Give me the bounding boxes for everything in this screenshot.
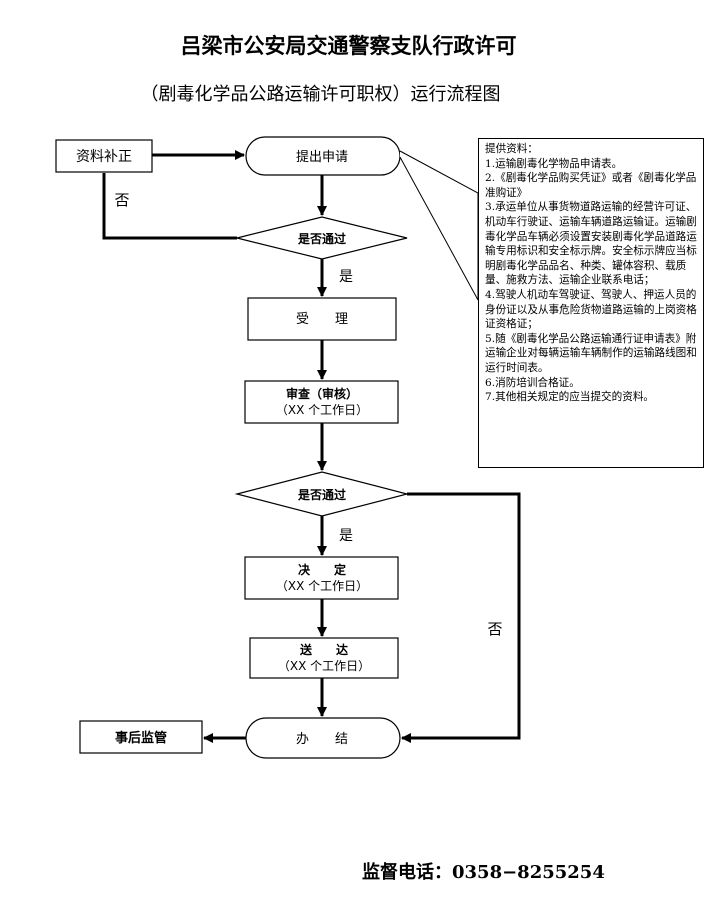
materials-item: 5.随《剧毒化学品公路运输通行证申请表》附运输企业对每辆运输车辆制作的运输路线图… xyxy=(485,332,697,374)
supplement-label: 资料补正 xyxy=(76,149,132,165)
edge-label-yes2: 是 xyxy=(339,528,353,544)
materials-item: 3.承运单位从事货物道路运输的经营许可证、机动车行驶证、运输车辆道路运输证。运输… xyxy=(485,201,697,287)
supervision-phone: 监督电话：0358−8255254 xyxy=(362,862,605,883)
deliver-label: 送 达 xyxy=(299,642,348,657)
edge-label-no1: 否 xyxy=(114,191,129,209)
supplement-box xyxy=(55,139,153,173)
review-label: 审查（审核） xyxy=(286,386,358,401)
supervise-label: 事后监管 xyxy=(115,730,167,746)
materials-item: 4.驾驶人机动车驾驶证、驾驶人、押运人员的身份证以及从事危险货物道路运输的上岗资… xyxy=(485,288,697,331)
deliver-box xyxy=(249,637,399,679)
check1-diamond xyxy=(236,216,408,260)
decide-days-label: （XX 个工作日） xyxy=(276,579,368,593)
materials-item: 7.其他相关规定的应当提交的资料。 xyxy=(485,391,655,404)
supervise-box xyxy=(79,720,203,754)
materials-item: 2.《剧毒化学品购买凭证》或者《剧毒化学品准购证》 xyxy=(485,172,697,199)
finish-label: 办 结 xyxy=(296,732,348,747)
accept-label: 受 理 xyxy=(296,312,348,327)
accept-box xyxy=(247,297,397,341)
check1-label: 是否通过 xyxy=(297,231,346,246)
apply-label: 提出申请 xyxy=(296,149,348,165)
deliver-days-label: （XX 个工作日） xyxy=(278,659,370,673)
edge-label-no2: 否 xyxy=(487,620,502,638)
review-box xyxy=(244,380,399,424)
materials-heading: 提供资料： xyxy=(485,143,538,155)
page-title: 吕梁市公安局交通警察支队行政许可 xyxy=(180,33,517,58)
decide-label: 决 定 xyxy=(298,562,346,577)
page-subtitle: （剧毒化学品公路运输许可职权）运行流程图 xyxy=(140,84,501,105)
materials-item: 1.运输剧毒化学物品申请表。 xyxy=(485,157,623,170)
review-days-label: （XX 个工作日） xyxy=(276,403,368,417)
materials-item: 6.消防培训合格证。 xyxy=(485,376,580,389)
edge-check2-no xyxy=(401,492,521,743)
materials-callout xyxy=(399,150,479,301)
edge-label-yes1: 是 xyxy=(339,269,353,285)
check2-label: 是否通过 xyxy=(297,487,346,502)
materials-box: 提供资料： 1.运输剧毒化学物品申请表。 2.《剧毒化学品购买凭证》或者《剧毒化… xyxy=(478,138,704,468)
edge-check1-no xyxy=(102,173,237,240)
